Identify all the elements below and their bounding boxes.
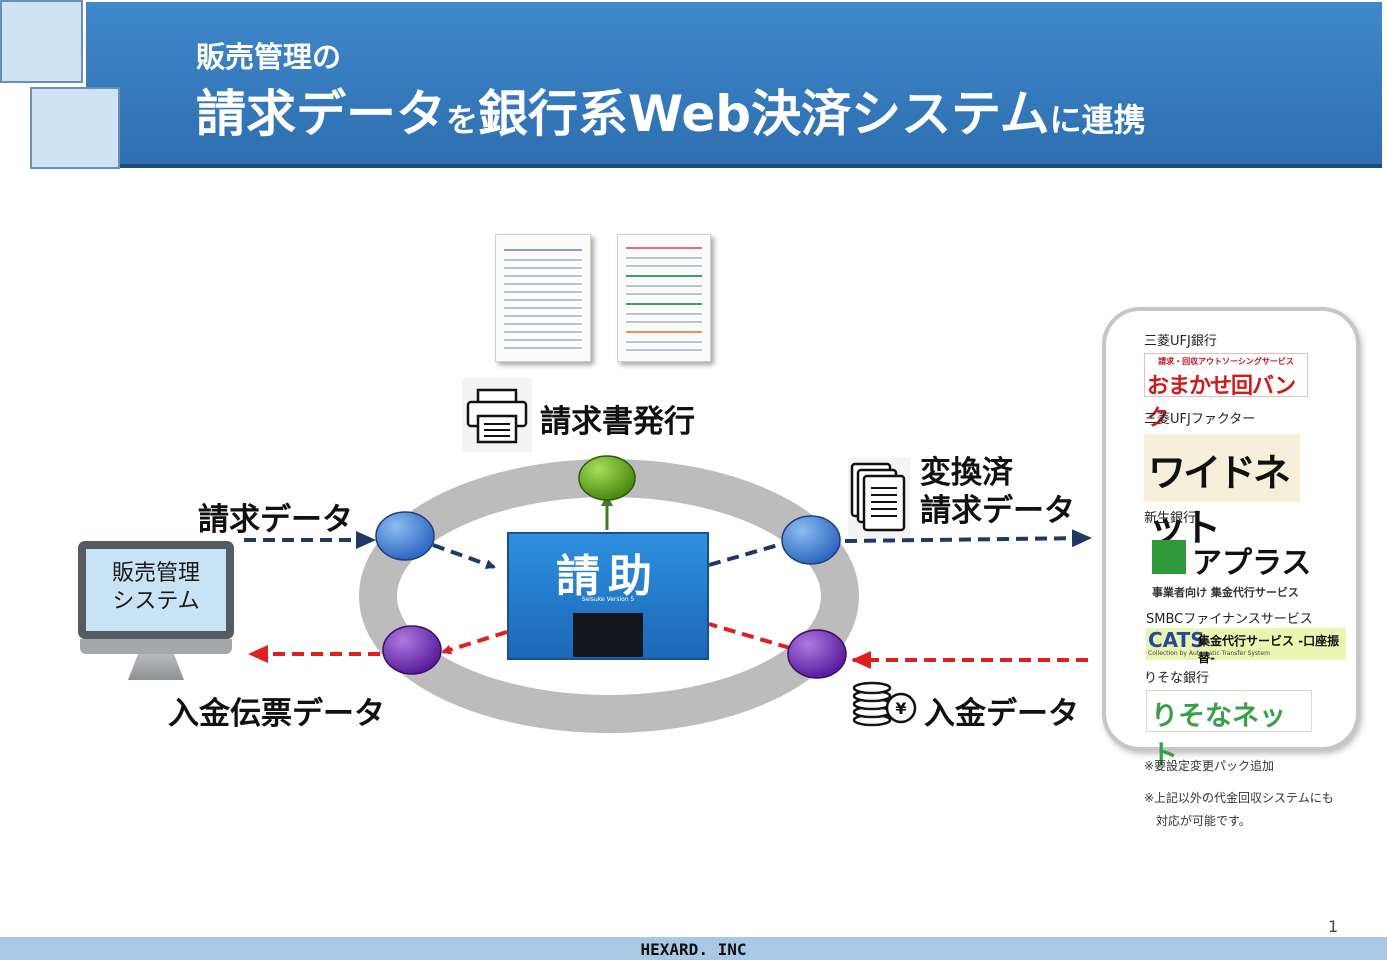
label-converted-line1: 変換済 — [920, 455, 1013, 491]
logo-widenet: ワイドネット — [1144, 434, 1300, 550]
monitor-base — [80, 639, 232, 654]
documents-icon — [848, 458, 910, 538]
header-decor-square-bottom — [30, 87, 120, 169]
invoice-thumbnail-color — [617, 234, 711, 362]
note-other-systems: ※上記以外の代金回収システムにも — [1144, 791, 1334, 805]
logo-omakase-bank: 請求・回収アウトソーシングサービス おまかせ回バンク — [1144, 353, 1308, 431]
logo-cats-text: 集金代行サービス -口座振替- — [1198, 634, 1340, 665]
logo-cats-mark: CATS — [1148, 628, 1205, 652]
sales-system-line2: システム — [112, 589, 200, 614]
label-invoice-issue: 請求書発行 — [540, 404, 695, 440]
node-invoice-issue — [578, 455, 636, 501]
title-part-particle: を — [446, 101, 479, 139]
bank-name-shinsei: 新生銀行 — [1144, 511, 1197, 526]
logo-widenet-text: ワイドネット — [1148, 451, 1291, 550]
page-number: 1 — [1328, 917, 1339, 936]
seisuke-screenshot — [573, 613, 643, 657]
bank-name-resona: りそな銀行 — [1144, 671, 1210, 686]
printer-icon — [462, 378, 532, 452]
note-other-systems-cont: 対応が可能です。 — [1156, 814, 1251, 828]
arrow-center-to-voucher — [441, 630, 508, 655]
node-voucher-output — [382, 625, 442, 675]
bank-name-mufg: 三菱UFJ銀行 — [1144, 334, 1217, 349]
logo-resona-text: りそなネット — [1151, 701, 1286, 771]
header-title: 請求データを銀行系Web決済システムに連携 — [196, 74, 1146, 146]
logo-cats: CATS 集金代行サービス -口座振替- Collection by Autom… — [1146, 628, 1346, 665]
line-center-to-output — [708, 541, 786, 567]
arrow-converted-data-out — [844, 529, 1092, 548]
coins-yen-icon: ¥ — [852, 681, 917, 727]
footer-company: HEXARD. INC — [640, 940, 747, 959]
invoice-thumbnail-table — [495, 234, 591, 362]
footer-band — [0, 937, 1387, 960]
title-part-bank-system: 銀行系Web決済システム — [478, 85, 1050, 143]
seisuke-subtitle: Seisuke Version 5 — [581, 596, 635, 603]
label-payment-data: 入金データ — [924, 696, 1079, 732]
node-billing-input — [375, 511, 435, 561]
node-converted-output — [781, 515, 841, 565]
line-payment-to-center — [708, 622, 791, 650]
label-billing-data: 請求データ — [198, 502, 353, 538]
arrow-input-to-center — [432, 543, 496, 569]
bank-name-smbc-finance: SMBCファイナンスサービス — [1146, 612, 1313, 627]
logo-cats-caption: Collection by Automatic Transfer System — [1148, 650, 1270, 657]
svg-text:¥: ¥ — [895, 699, 906, 718]
logo-omakase-text: おまかせ回バンク — [1147, 374, 1296, 431]
bank-name-mufg-factor: 三菱UFJファクター — [1144, 412, 1256, 427]
logo-resona-net: りそなネット — [1146, 690, 1312, 771]
header-decor-square-top — [0, 0, 83, 83]
monitor-stand — [128, 654, 184, 680]
seisuke-title: 請助 — [556, 551, 660, 602]
header-band — [86, 2, 1382, 168]
sales-system-line1: 販売管理 — [111, 561, 200, 586]
label-converted-billing-data: 変換済 請求データ — [920, 454, 1075, 530]
title-part-link: に連携 — [1049, 101, 1146, 139]
label-payment-voucher-data: 入金伝票データ — [168, 696, 385, 732]
node-payment-input — [787, 629, 847, 679]
note-config-pack: ※要設定変更パック追加 — [1144, 759, 1275, 773]
logo-aplus-caption: 事業者向け 集金代行サービス — [1152, 586, 1299, 599]
sales-system-screen: 販売管理 システム — [86, 549, 226, 631]
header-subtitle: 販売管理の — [196, 40, 342, 74]
aplus-logo-mark — [1152, 540, 1186, 574]
title-part-billing-data: 請求データ — [196, 85, 446, 143]
logo-omakase-caption: 請求・回収アウトソーシングサービス — [1158, 357, 1294, 366]
label-converted-line2: 請求データ — [920, 493, 1075, 529]
logo-aplus-text: アプラス — [1192, 546, 1312, 581]
